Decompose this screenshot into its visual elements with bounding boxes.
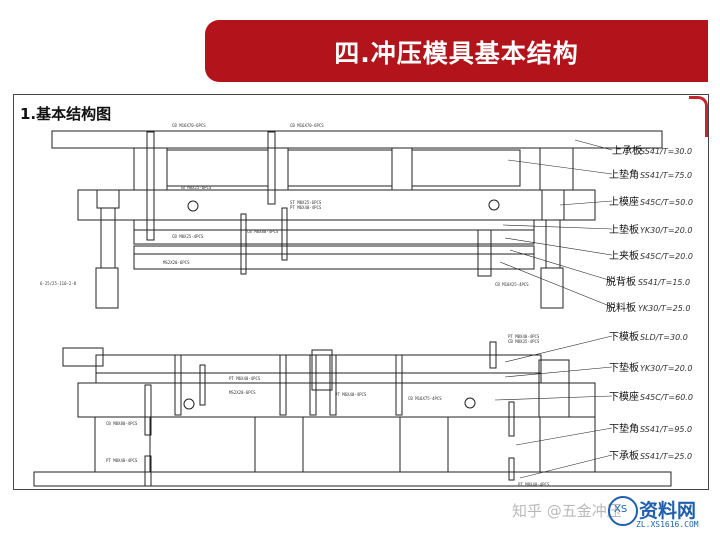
- lower-leader-lines: [494, 335, 613, 479]
- guide-post: [100, 207, 116, 269]
- svg-text:MS2X20-6PCS: MS2X20-6PCS: [163, 260, 190, 265]
- svg-text:SS41/T=15.0: SS41/T=15.0: [638, 278, 690, 287]
- svg-text:CB M16X70-6PCS: CB M16X70-6PCS: [290, 123, 324, 128]
- upper-parallel-block: [539, 147, 574, 191]
- socket-bolt: [489, 341, 497, 369]
- lower-parallel-block: [254, 416, 304, 473]
- svg-text:脱背板: 脱背板: [606, 275, 636, 288]
- cap-screw: [144, 455, 152, 487]
- svg-text:PT M8X40-4PCS: PT M8X40-4PCS: [106, 458, 138, 463]
- svg-text:6-25/25-110-2-8: 6-25/25-110-2-8: [40, 281, 77, 286]
- svg-text:TB M8X25-6PCS: TB M8X25-6PCS: [180, 185, 212, 190]
- dowel-pin: [508, 457, 515, 481]
- svg-text:下模座: 下模座: [609, 390, 639, 403]
- guide-post-collar: [540, 267, 564, 309]
- svg-text:CB M16X70-6PCS: CB M16X70-6PCS: [172, 123, 206, 128]
- svg-text:PT M6X40-4PCS: PT M6X40-4PCS: [229, 376, 261, 381]
- lower-callouts: 下模板 SLD/T=30.0 下垫板 YK30/T=20.0 下模座 S45C/…: [609, 330, 693, 462]
- strip-guide: [62, 347, 104, 367]
- stripper-plate: [133, 253, 535, 270]
- svg-text:PT M8X40-4PCS: PT M8X40-4PCS: [518, 482, 550, 487]
- logo-badge-icon: XS: [608, 496, 638, 526]
- svg-text:YK30/T=20.0: YK30/T=20.0: [640, 226, 692, 235]
- socket-bolt: [281, 207, 288, 261]
- upper-leader-lines: [499, 139, 613, 308]
- svg-text:CB M8X25-4PCS: CB M8X25-4PCS: [172, 234, 204, 239]
- logo-main-text: 资料网: [639, 500, 697, 522]
- stripper-back-plate: [133, 245, 535, 255]
- upper-support-plate: [51, 130, 663, 149]
- upper-parallel-block: [391, 147, 413, 191]
- svg-text:CB M8X80-4PCS: CB M8X80-4PCS: [106, 421, 138, 426]
- upper-parallel-block: [133, 147, 168, 191]
- svg-text:上承板: 上承板: [612, 144, 642, 157]
- guide-post-collar: [95, 267, 119, 309]
- svg-text:MS2X20-6PCS: MS2X20-6PCS: [229, 390, 256, 395]
- title-banner: 四.冲压模具基本结构: [205, 20, 708, 82]
- svg-text:CB M8X80-4PCS: CB M8X80-4PCS: [247, 229, 279, 234]
- lower-punches: [174, 354, 403, 416]
- lower-parallel-block: [539, 416, 596, 473]
- logo-sub-text: ZL.XS1616.COM: [636, 520, 699, 529]
- lower-parallel-block: [399, 416, 449, 473]
- upper-parallel-block: [267, 147, 289, 191]
- socket-bolt: [199, 364, 206, 406]
- svg-text:S45C/T=50.0: S45C/T=50.0: [640, 198, 693, 207]
- svg-text:YK30/T=20.0: YK30/T=20.0: [640, 364, 692, 373]
- cap-screw: [267, 131, 276, 205]
- page-title: 四.冲压模具基本结构: [334, 39, 579, 68]
- frame-accent-corner: [689, 96, 708, 137]
- svg-text:SS41/T=30.0: SS41/T=30.0: [640, 147, 692, 156]
- upper-die-shoe: [77, 189, 596, 221]
- lower-support-plate: [33, 471, 672, 487]
- dowel-pin: [508, 401, 515, 437]
- svg-text:S45C/T=60.0: S45C/T=60.0: [640, 393, 693, 402]
- drawing-frame: [13, 94, 709, 490]
- svg-text:SS41/T=25.0: SS41/T=25.0: [640, 452, 692, 461]
- dowel-hole: [183, 398, 195, 410]
- upper-punch-holder: [133, 229, 535, 245]
- site-logo: XS 资料网 ZL.XS1616.COM: [606, 494, 716, 538]
- svg-text:CB M10X25-4PCS: CB M10X25-4PCS: [495, 282, 529, 287]
- svg-text:CB M16X75-4PCS: CB M16X75-4PCS: [408, 396, 442, 401]
- svg-text:下垫板: 下垫板: [609, 361, 639, 374]
- cap-screw: [146, 131, 155, 241]
- upper-callouts: 上承板 SS41/T=30.0 上垫角 SS41/T=75.0 上模座 S45C…: [606, 144, 693, 314]
- dowel-hole: [187, 200, 199, 212]
- svg-text:PT M6X40-4PCS: PT M6X40-4PCS: [335, 392, 367, 397]
- lower-pilot-block: [311, 349, 333, 391]
- lower-die-plate: [95, 354, 542, 374]
- lower-guide-block: [538, 359, 570, 418]
- spring-pockets: [166, 149, 521, 187]
- svg-text:下承板: 下承板: [609, 449, 639, 462]
- svg-text:下垫角: 下垫角: [609, 422, 639, 435]
- svg-text:上垫角: 上垫角: [609, 168, 639, 181]
- svg-text:SS41/T=95.0: SS41/T=95.0: [640, 425, 692, 434]
- svg-text:ST M8X25-6PCS: ST M8X25-6PCS: [290, 200, 322, 205]
- dowel-hole: [488, 199, 500, 211]
- svg-text:PT M6X40-4PCS: PT M6X40-4PCS: [290, 205, 322, 210]
- svg-text:上夹板: 上夹板: [609, 249, 639, 262]
- svg-text:上模座: 上模座: [609, 195, 639, 208]
- lower-backing-plate: [95, 372, 542, 384]
- watermark-text: 知乎 @五金冲压: [512, 502, 622, 520]
- svg-text:下模板: 下模板: [609, 330, 639, 343]
- svg-text:SLD/T=30.0: SLD/T=30.0: [640, 333, 688, 342]
- svg-text:CB M8X35-4PCS: CB M8X35-4PCS: [508, 339, 540, 344]
- svg-text:上垫板: 上垫板: [609, 223, 639, 236]
- inner-guide-post: [477, 229, 492, 277]
- guide-bushing: [96, 189, 120, 209]
- dowel-hole: [464, 397, 476, 409]
- stripper-bolt: [240, 213, 247, 275]
- cap-screw: [144, 384, 152, 436]
- svg-text:YK30/T=25.0: YK30/T=25.0: [638, 304, 690, 313]
- svg-text:SS41/T=75.0: SS41/T=75.0: [640, 171, 692, 180]
- section-title: 1.基本结构图: [20, 105, 112, 123]
- svg-text:S45C/T=20.0: S45C/T=20.0: [640, 252, 693, 261]
- part-annotations: CB M16X70-6PCS CB M16X70-6PCS TB M8X25-6…: [40, 123, 550, 487]
- upper-backing-plate: [133, 219, 535, 231]
- svg-text:PT M8X40-4PCS: PT M8X40-4PCS: [508, 334, 540, 339]
- svg-text:脱料板: 脱料板: [606, 301, 636, 314]
